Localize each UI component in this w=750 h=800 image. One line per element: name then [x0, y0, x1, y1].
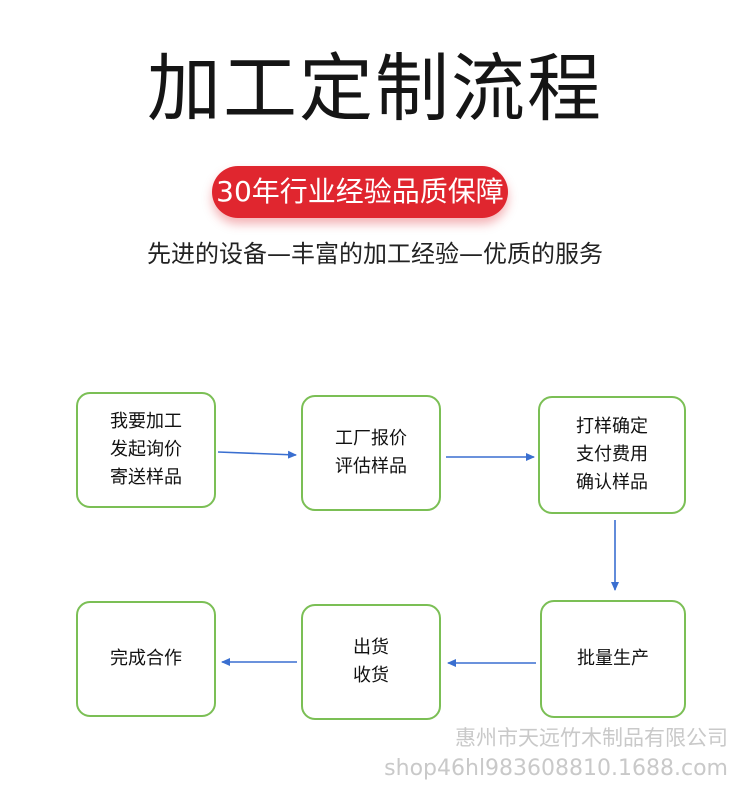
step-complete-box: 完成合作 [76, 601, 216, 717]
step-shipping-box: 出货 收货 [301, 604, 441, 720]
step-quote-box: 工厂报价 评估样品 [301, 395, 441, 511]
step-production-box: 批量生产 [540, 600, 686, 718]
step-line: 出货 [353, 637, 389, 658]
step-line: 评估样品 [335, 456, 407, 477]
step-line: 收货 [353, 665, 389, 686]
watermark-shop: shop46hl983608810.1688.com [384, 756, 728, 781]
step-line: 打样确定 [576, 416, 648, 437]
step-inquiry-box: 我要加工 发起询价 寄送样品 [76, 392, 216, 508]
step-line: 完成合作 [110, 648, 182, 669]
step-line: 我要加工 [110, 411, 182, 432]
arrow-1-to-2 [217, 450, 297, 459]
page-title: 加工定制流程 [147, 46, 603, 132]
step-line: 发起询价 [110, 439, 182, 460]
page-subtitle: 先进的设备—丰富的加工经验—优质的服务 [147, 240, 603, 268]
guarantee-badge: 30年行业经验品质保障 [212, 166, 508, 218]
watermark-company: 惠州市天远竹木制品有限公司 [455, 726, 728, 750]
step-line: 寄送样品 [110, 467, 182, 488]
step-line: 确认样品 [576, 472, 648, 493]
step-line: 批量生产 [577, 648, 649, 669]
step-sample-box: 打样确定 支付费用 确认样品 [538, 396, 686, 514]
step-line: 工厂报价 [335, 428, 407, 449]
step-line: 支付费用 [576, 444, 648, 465]
